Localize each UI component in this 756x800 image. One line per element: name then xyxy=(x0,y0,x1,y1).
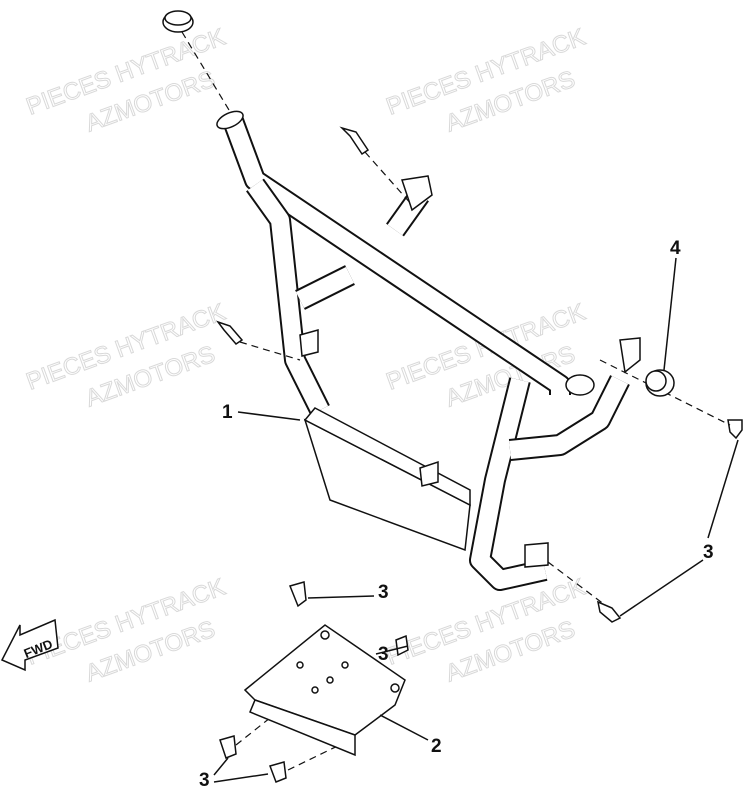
callout-3: 3 xyxy=(199,770,210,791)
mount-bracket xyxy=(619,337,641,374)
callouts: 1 2 3 3 3 3 4 xyxy=(199,238,739,791)
callout-4: 4 xyxy=(670,238,681,259)
fwd-arrow-icon: FWD xyxy=(0,618,59,672)
winch-plate xyxy=(243,624,406,757)
callout-1: 1 xyxy=(222,402,233,423)
bumper-frame xyxy=(216,110,641,591)
mount-bracket xyxy=(524,542,549,568)
callout-3: 3 xyxy=(378,582,389,603)
end-cap xyxy=(645,369,675,397)
callout-3: 3 xyxy=(378,644,389,665)
callout-2: 2 xyxy=(431,736,442,757)
top-cap xyxy=(162,10,233,116)
callout-3: 3 xyxy=(703,542,714,563)
